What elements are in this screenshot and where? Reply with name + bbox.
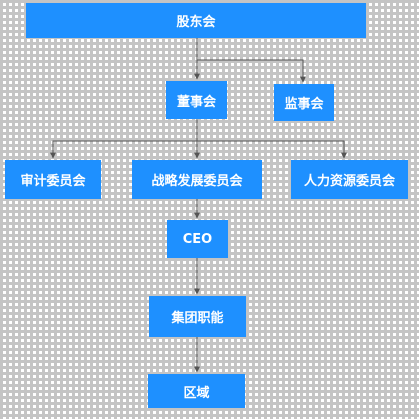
edge-board-audit [50, 119, 198, 159]
node-shareholders[interactable]: 股东会 [26, 3, 366, 38]
node-region[interactable]: 区域 [148, 374, 245, 408]
node-strategy[interactable]: 战略发展委员会 [132, 160, 262, 199]
node-ceo[interactable]: CEO [167, 220, 228, 258]
edge-board-hr [197, 140, 347, 159]
node-hr[interactable]: 人力资源委员会 [291, 160, 408, 199]
edge-shareholders-supervisors [197, 59, 306, 83]
node-group[interactable]: 集团职能 [149, 296, 246, 337]
node-supervisors[interactable]: 监事会 [274, 84, 334, 121]
node-audit[interactable]: 审计委员会 [5, 160, 101, 199]
node-board[interactable]: 董事会 [166, 81, 227, 119]
